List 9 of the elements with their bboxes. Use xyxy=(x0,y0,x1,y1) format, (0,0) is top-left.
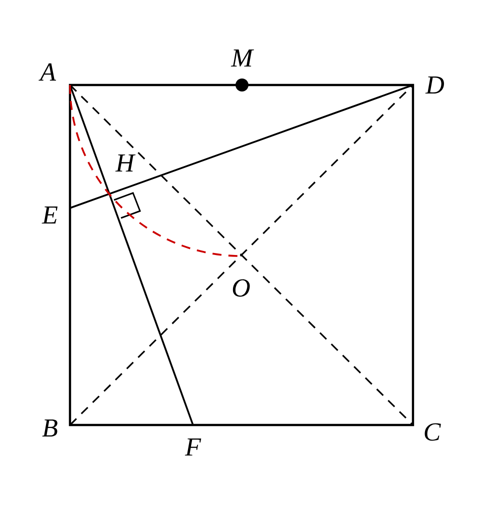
point-label: O xyxy=(232,279,250,297)
point-label: F xyxy=(184,438,202,456)
point-label: C xyxy=(424,423,441,441)
point-label: H xyxy=(115,154,136,172)
point-label: M xyxy=(230,50,254,67)
point-label: D xyxy=(425,76,444,94)
point-label: A xyxy=(38,63,56,81)
point-label: B xyxy=(42,419,58,437)
point-label: E xyxy=(42,206,58,224)
